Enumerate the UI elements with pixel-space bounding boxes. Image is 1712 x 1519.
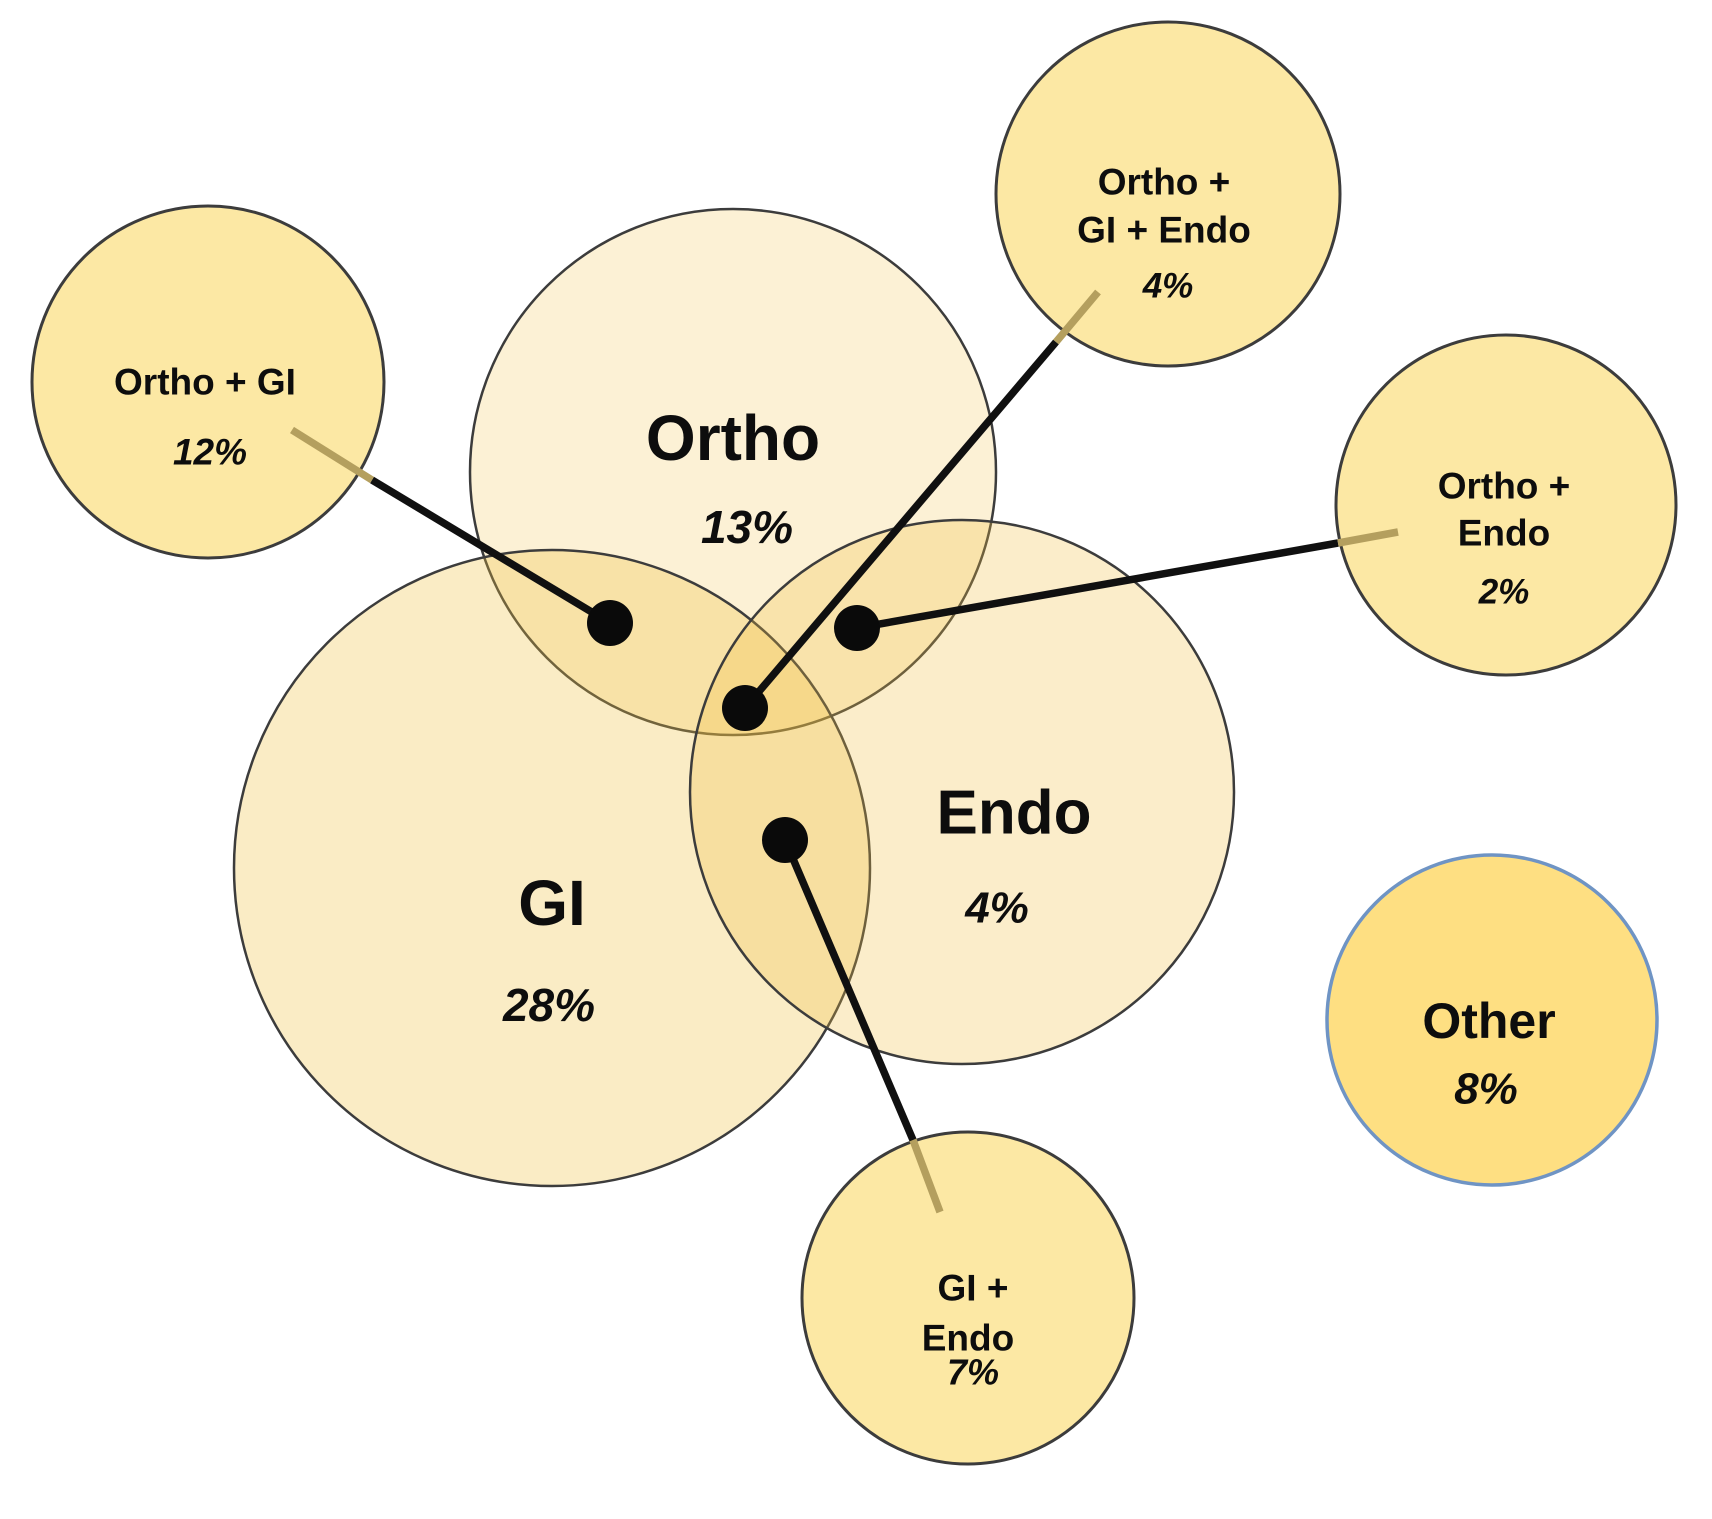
satellite-label-ortho-gi-line1: Ortho + GI: [114, 362, 296, 403]
satellite-label-gi-endo-line1: GI +: [938, 1268, 1009, 1309]
connector-black-ortho-gi-endo: [742, 339, 1059, 711]
satellite-pct-ortho-gi: 12%: [173, 432, 247, 473]
connector-black-gi-endo: [781, 838, 917, 1142]
circle-pct-endo: 4%: [964, 884, 1029, 933]
satellite-circle-gi-endo: [800, 1130, 1136, 1466]
satellite-label-ortho-gi-endo-line2: GI + Endo: [1077, 210, 1251, 251]
circle-pct-ortho: 13%: [701, 501, 793, 553]
satellite-label-ortho-endo-line1: Ortho +: [1438, 466, 1571, 507]
satellite-label-gi-endo-line2: Endo: [922, 1318, 1014, 1359]
circle-label-gi: GI: [518, 867, 586, 939]
connector-tan-ortho-endo: [1337, 528, 1399, 547]
connector-tan-gi-endo: [909, 1138, 944, 1214]
satellite-label-ortho-gi-endo-line1: Ortho +: [1098, 162, 1231, 203]
connector-tan-ortho-gi-endo: [1053, 289, 1101, 345]
satellite-pct-gi-endo: 7%: [947, 1352, 999, 1393]
satellite-label-other-line1: Other: [1422, 993, 1555, 1049]
venn-circle-gi: [232, 548, 872, 1188]
circle-pct-gi: 28%: [502, 979, 595, 1031]
junction-dot-gi-endo: [762, 817, 808, 863]
satellite-circle-other: [1325, 853, 1659, 1187]
satellite-circle-ortho-gi-endo: [994, 20, 1342, 368]
connector-black-ortho-gi: [370, 476, 612, 627]
satellite-pct-ortho-gi-endo: 4%: [1142, 267, 1194, 306]
circle-label-ortho: Ortho: [646, 402, 820, 474]
connector-black-ortho-endo: [856, 539, 1339, 632]
circle-label-endo: Endo: [937, 779, 1092, 848]
junction-dot-ortho-gi: [587, 600, 633, 646]
satellite-label-ortho-endo-line2: Endo: [1458, 513, 1550, 554]
junction-dot-ortho-gi-endo: [722, 685, 768, 731]
connector-tan-ortho-gi: [290, 426, 374, 484]
satellite-pct-other: 8%: [1454, 1065, 1518, 1114]
junction-dot-ortho-endo: [834, 605, 880, 651]
satellite-pct-ortho-endo: 2%: [1478, 573, 1530, 612]
satellite-circle-ortho-gi: [30, 204, 386, 560]
satellite-circle-ortho-endo: [1334, 333, 1678, 677]
